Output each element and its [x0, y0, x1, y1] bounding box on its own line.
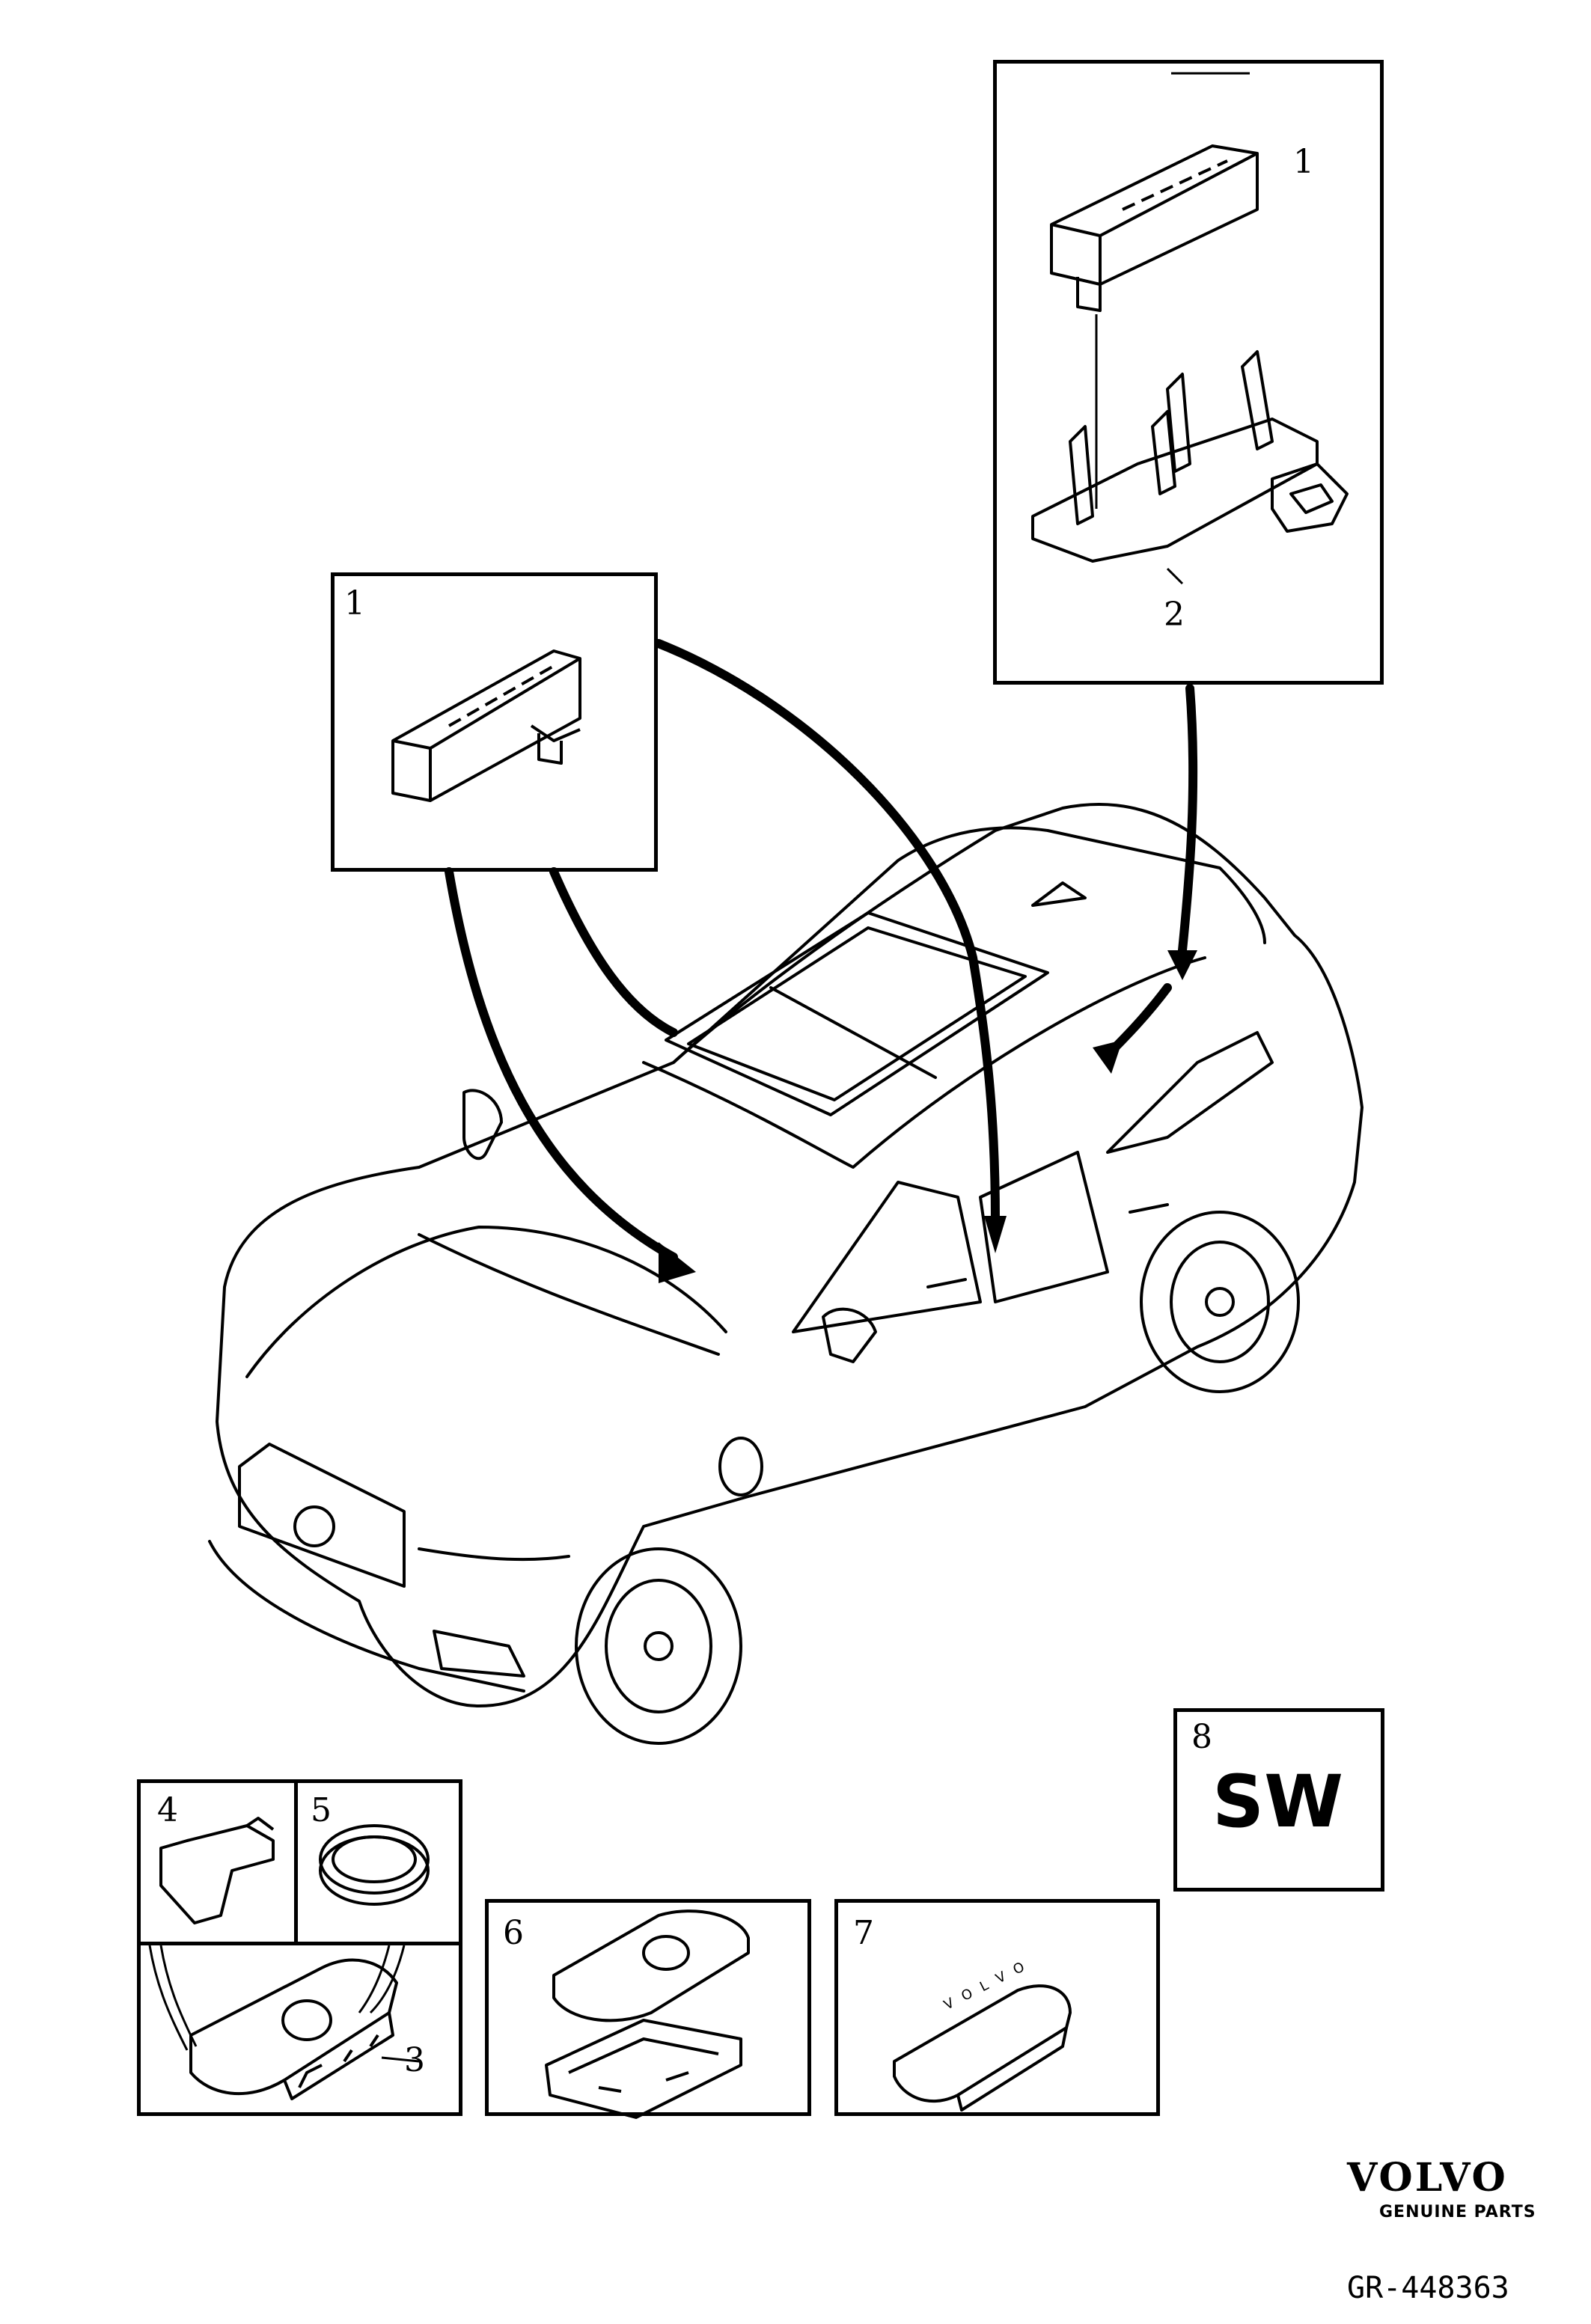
- callout-item6: 6: [503, 1914, 524, 1952]
- key-fob: [148, 1945, 420, 2100]
- leader-left-1: [445, 867, 678, 1262]
- callout-left-inset-1: 1: [344, 584, 365, 623]
- callout-item4: 4: [157, 1791, 178, 1829]
- brand-logo: VOLVO: [1347, 2155, 1508, 2201]
- callout-item5: 5: [311, 1791, 332, 1829]
- inset-left: [331, 572, 658, 872]
- callout-item7: 7: [853, 1914, 874, 1952]
- coin-battery: [319, 1824, 430, 1906]
- inset-item6: [485, 1899, 811, 2116]
- inset-item8-software: [1173, 1708, 1384, 1892]
- key-fob-case: [545, 1909, 750, 2119]
- key-fob-remote: [893, 1984, 1072, 2112]
- software-label: SW: [1212, 1760, 1344, 1844]
- callout-top-inset-2: 2: [1164, 596, 1185, 634]
- callout-item8: 8: [1191, 1718, 1212, 1756]
- inset-top-right: [993, 60, 1384, 685]
- inset-item7: [834, 1899, 1160, 2116]
- callout-item3: 3: [404, 2041, 425, 2079]
- divider-horizontal: [137, 1942, 462, 1945]
- key-blade: [159, 1817, 275, 1924]
- callout-top-inset-1: 1: [1293, 143, 1314, 181]
- inset-items-3-4-5: [137, 1779, 462, 2116]
- control-module-and-bracket: [1031, 72, 1349, 585]
- divider-vertical: [294, 1779, 298, 1944]
- control-module: [391, 649, 581, 802]
- leader-left-2: [549, 867, 678, 1037]
- leader-mid: [654, 639, 1000, 1224]
- brand-tagline: GENUINE PARTS: [1379, 2203, 1536, 2221]
- drawing-number: GR-448363: [1347, 2271, 1509, 2305]
- leader-right: [1178, 684, 1198, 955]
